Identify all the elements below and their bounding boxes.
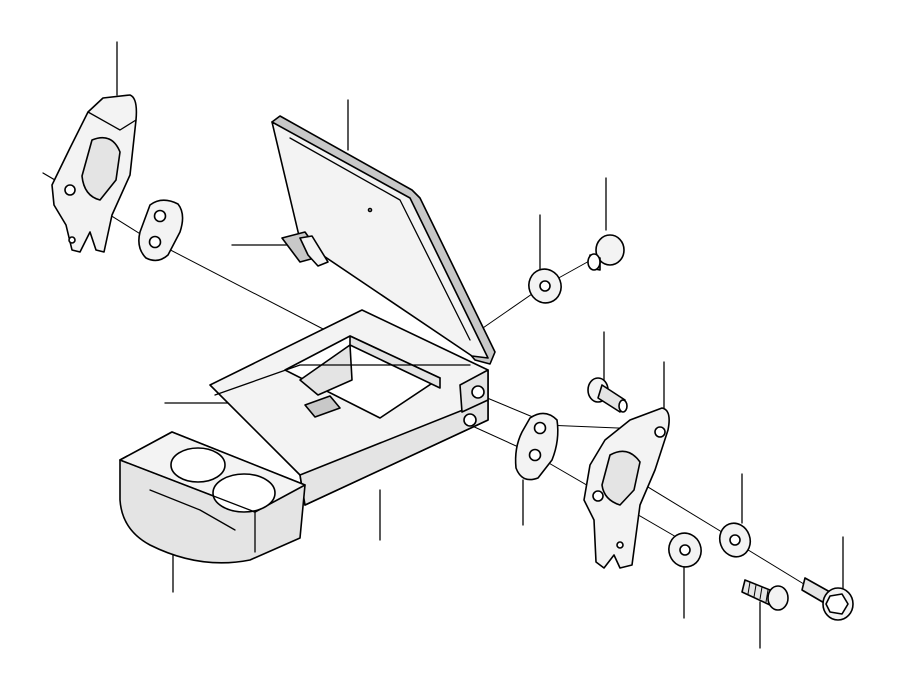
lid-pin (587, 234, 625, 271)
left-bracket (51, 94, 138, 253)
cup-holder (119, 431, 306, 564)
screw (741, 579, 789, 611)
flange-bolt (801, 577, 854, 621)
left-spacer-plate (138, 199, 184, 262)
small-bolt (587, 377, 628, 413)
console-latch (304, 395, 341, 418)
washer-lower (668, 532, 702, 568)
right-bracket (583, 407, 670, 569)
lid-washer (528, 268, 562, 304)
washer-upper (718, 522, 752, 558)
leader-lines (42, 41, 844, 649)
right-spacer-plate (514, 412, 559, 481)
console-box (209, 309, 489, 506)
armrest-lid (271, 115, 496, 365)
lid-catch (281, 231, 329, 267)
